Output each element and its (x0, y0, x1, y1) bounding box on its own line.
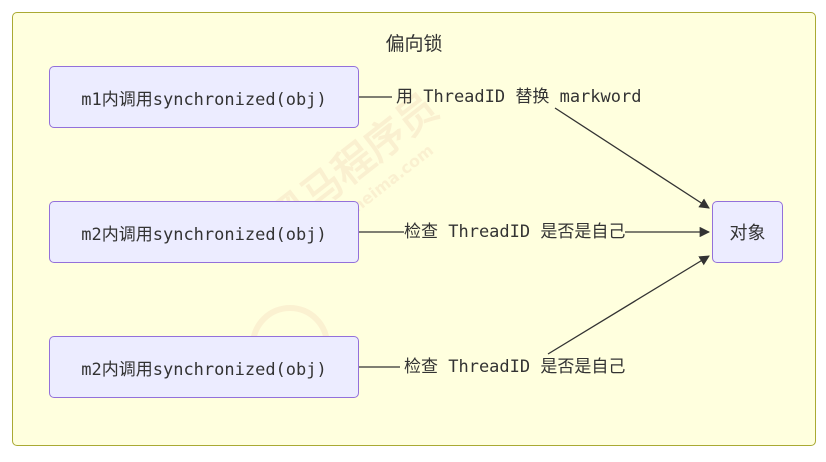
node-m2-synchronized-second: m2内调用synchronized(obj) (49, 336, 359, 398)
node-m2-synchronized-first: m2内调用synchronized(obj) (49, 201, 359, 263)
cluster-title: 偏向锁 (385, 33, 443, 55)
node-object: 对象 (712, 201, 783, 263)
node-m1-synchronized: m1内调用synchronized(obj) (49, 66, 359, 128)
edge-label-check-threadid-second: 检查 ThreadID 是否是自己 (404, 357, 626, 377)
edge-label-replace-markword: 用 ThreadID 替换 markword (396, 87, 642, 107)
edge-label-check-threadid-first: 检查 ThreadID 是否是自己 (404, 221, 626, 243)
edge-m1-to-object (359, 96, 709, 208)
edge-m2b-to-object (359, 256, 709, 368)
